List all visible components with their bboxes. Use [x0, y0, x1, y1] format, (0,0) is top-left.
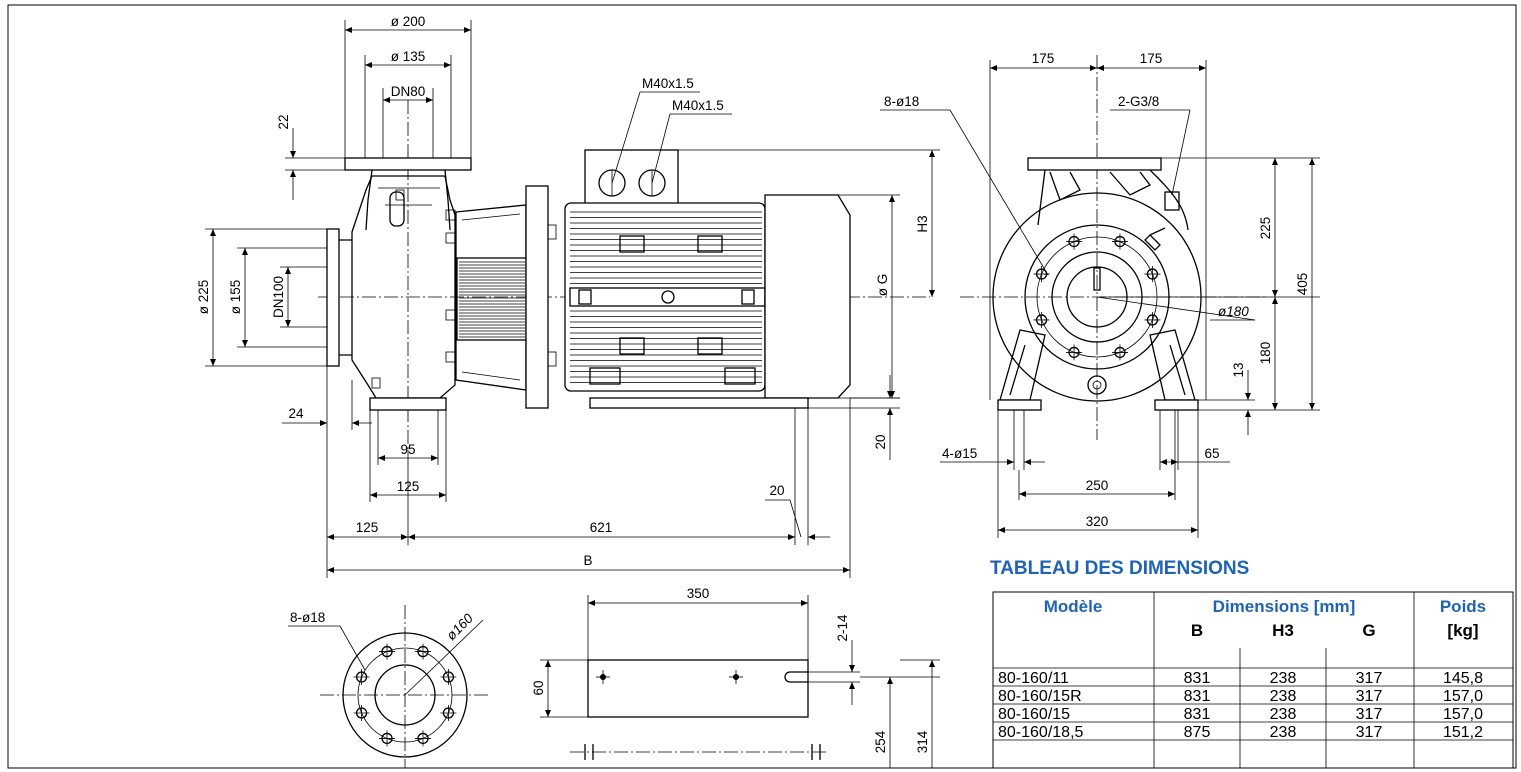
dim-621: 621 — [590, 520, 613, 535]
dim-base-thk: 20 — [873, 434, 888, 449]
cell-h3: 238 — [1270, 670, 1297, 687]
label-foot-holes: 4-ø15 — [942, 446, 977, 461]
label-plugs: 2-G3/8 — [1118, 94, 1159, 109]
flange-outer — [342, 632, 468, 758]
label-flange-holes: 8-ø18 — [290, 610, 325, 625]
table-row: 80-160/15 831 238 317 157,0 — [998, 706, 1483, 723]
base-detail: 350 2-14 60 254 314 — [531, 586, 940, 768]
cell-poids: 151,2 — [1443, 724, 1483, 741]
col-b: B — [1191, 621, 1203, 640]
col-g: G — [1362, 621, 1375, 640]
cell-b: 831 — [1184, 688, 1211, 705]
cell-poids: 145,8 — [1443, 670, 1483, 687]
cell-model: 80-160/18,5 — [998, 724, 1084, 741]
cell-model: 80-160/15 — [998, 706, 1070, 723]
label-side-flange-holes: 8-ø18 — [884, 94, 919, 109]
label-bolt-circle: ø180 — [1218, 304, 1249, 319]
cell-poids: 157,0 — [1443, 706, 1483, 723]
flange-detail-holes — [353, 643, 457, 747]
side-foot-right — [1154, 399, 1199, 411]
dim-foot-centers: 250 — [1086, 478, 1109, 493]
label-cable-gland-1: M40x1.5 — [642, 76, 694, 91]
dim-inlet-dn: DN100 — [271, 276, 286, 318]
drain-plug — [1087, 375, 1107, 395]
dim-outlet-od: ø 200 — [391, 14, 426, 29]
label-cable-gland-2: M40x1.5 — [672, 98, 724, 113]
dim-half-right: 175 — [1140, 51, 1163, 66]
dim-foot-width: 320 — [1086, 514, 1109, 529]
dim-foot-slot: 65 — [1204, 446, 1219, 461]
dim-314: 314 — [915, 730, 930, 753]
dim-base-width: 60 — [531, 680, 546, 695]
dim-h3: H3 — [915, 215, 930, 232]
side-view: 175 175 8-ø18 2-G3/8 225 180 405 13 ø180… — [880, 51, 1320, 538]
dim-g: ø G — [875, 274, 890, 297]
cell-g: 317 — [1356, 706, 1383, 723]
col-poids-unit: [kg] — [1447, 621, 1478, 640]
col-model: Modèle — [1044, 597, 1103, 616]
cell-g: 317 — [1356, 688, 1383, 705]
cell-h3: 238 — [1270, 724, 1297, 741]
outlet-flange — [344, 157, 472, 171]
table-row: 80-160/11 831 238 317 145,8 — [998, 670, 1483, 687]
dim-height-upper: 225 — [1258, 217, 1273, 240]
dim-inlet-od: ø 225 — [196, 280, 211, 315]
dim-inlet-offset: 24 — [288, 406, 304, 421]
sheet-border — [7, 4, 1517, 769]
cell-model: 80-160/11 — [998, 670, 1069, 687]
dim-hole-range: 2-14 — [835, 614, 850, 642]
side-bolt-holes — [1033, 233, 1161, 361]
base-plate — [589, 397, 809, 409]
inlet-flange — [326, 228, 340, 367]
col-h3: H3 — [1272, 621, 1294, 640]
table-row: 80-160/18,5 875 238 317 151,2 — [998, 724, 1483, 741]
motor-body — [564, 202, 766, 392]
dimension-table: TABLEAU DES DIMENSIONS Modèle Dimensions… — [990, 558, 1514, 769]
dim-outlet-thk: 22 — [276, 114, 291, 129]
cell-h3: 238 — [1270, 688, 1297, 705]
fan-cover — [764, 194, 851, 399]
cell-g: 317 — [1356, 724, 1383, 741]
col-dims: Dimensions [mm] — [1213, 597, 1356, 616]
side-outlet-flange — [1027, 157, 1162, 171]
side-foot-left — [997, 399, 1042, 411]
cell-b: 875 — [1184, 724, 1211, 741]
dim-base-length: 350 — [687, 586, 710, 601]
front-view: ø 200 ø 135 DN80 22 ø 225 ø 155 DN100 24 — [196, 14, 940, 578]
dim-outlet-dn: DN80 — [391, 84, 426, 99]
cell-b: 831 — [1184, 706, 1211, 723]
base-holes — [596, 670, 808, 684]
cell-model: 80-160/15R — [998, 688, 1082, 705]
table-row: 80-160/15R 831 238 317 157,0 — [998, 688, 1483, 705]
dim-height-lower: 180 — [1258, 342, 1273, 365]
cell-b: 831 — [1184, 670, 1211, 687]
dim-outlet-bc: ø 135 — [391, 49, 426, 64]
motor-flange — [525, 185, 549, 409]
dim-height-total: 405 — [1295, 273, 1310, 296]
dim-overall-b: B — [583, 553, 592, 568]
col-poids: Poids — [1440, 597, 1486, 616]
base-detail-plate — [587, 659, 809, 718]
dim-254: 254 — [873, 730, 888, 753]
dim-half-left: 175 — [1032, 51, 1055, 66]
dim-foot-inner: 95 — [400, 442, 415, 457]
motor-fins — [570, 211, 762, 383]
dim-inlet-bc: ø 155 — [228, 280, 243, 315]
cell-h3: 238 — [1270, 706, 1297, 723]
cell-g: 317 — [1356, 670, 1383, 687]
cell-poids: 157,0 — [1443, 688, 1483, 705]
grille-lines — [459, 261, 525, 338]
dim-front-to-foot: 125 — [356, 520, 379, 535]
table-title: TABLEAU DES DIMENSIONS — [990, 558, 1249, 579]
flange-detail: 8-ø18 ø160 — [288, 605, 490, 768]
pump-foot — [369, 397, 447, 411]
label-flange-bc: ø160 — [444, 610, 477, 643]
dim-base-rail: 20 — [769, 483, 784, 498]
dim-foot-thk: 13 — [1231, 362, 1246, 377]
